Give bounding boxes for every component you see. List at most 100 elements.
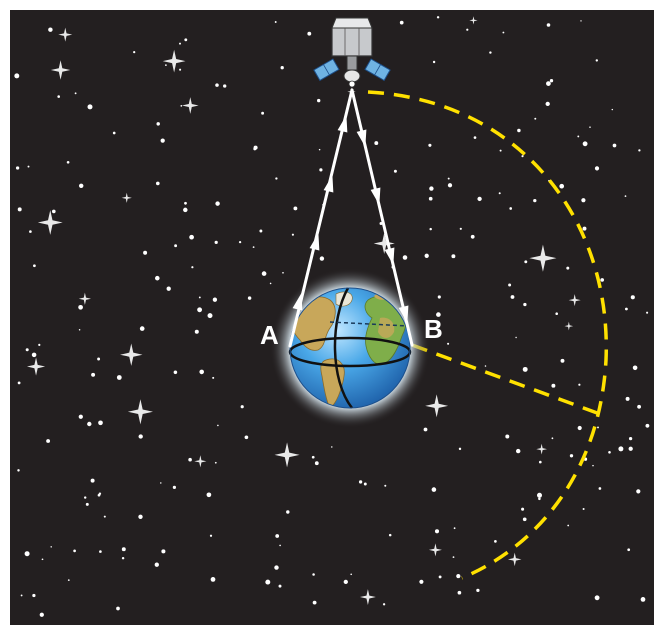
star bbox=[363, 482, 367, 486]
star bbox=[432, 60, 436, 64]
star bbox=[534, 117, 537, 120]
sparkle-star bbox=[58, 27, 73, 42]
star bbox=[29, 230, 32, 233]
star bbox=[458, 447, 462, 451]
star bbox=[646, 311, 649, 314]
star bbox=[457, 590, 462, 595]
star bbox=[612, 143, 617, 148]
star bbox=[429, 227, 432, 231]
star bbox=[582, 507, 585, 511]
star bbox=[428, 196, 433, 201]
star bbox=[523, 302, 527, 307]
star bbox=[350, 573, 353, 576]
sparkle-star bbox=[507, 552, 522, 567]
uplink-arrow-2 bbox=[309, 233, 320, 251]
star bbox=[382, 603, 386, 606]
star bbox=[477, 196, 482, 202]
star bbox=[402, 255, 408, 260]
star bbox=[555, 312, 558, 315]
star bbox=[20, 594, 23, 597]
star bbox=[459, 227, 462, 230]
star bbox=[17, 469, 20, 472]
star bbox=[46, 439, 51, 443]
star bbox=[627, 548, 631, 552]
star bbox=[636, 489, 641, 494]
star bbox=[73, 549, 76, 553]
star bbox=[210, 577, 216, 582]
star bbox=[143, 250, 148, 255]
sparkle-star bbox=[469, 16, 478, 25]
sparkle-star bbox=[274, 442, 300, 468]
star bbox=[424, 253, 429, 258]
star bbox=[160, 482, 162, 484]
star bbox=[447, 177, 450, 180]
sparkle-star bbox=[425, 394, 449, 418]
sparkle-star bbox=[78, 292, 91, 305]
star bbox=[640, 597, 646, 602]
star bbox=[252, 246, 255, 249]
star bbox=[537, 492, 542, 498]
star bbox=[278, 584, 282, 588]
sparkle-star bbox=[529, 244, 557, 272]
star bbox=[632, 365, 638, 371]
star bbox=[628, 446, 633, 451]
star bbox=[594, 166, 600, 171]
sparkle-star bbox=[50, 60, 71, 80]
sparkle-star bbox=[536, 443, 548, 455]
star bbox=[188, 457, 192, 462]
star bbox=[286, 510, 290, 514]
star bbox=[559, 183, 565, 189]
star bbox=[165, 64, 167, 66]
arc-radius-line bbox=[411, 343, 601, 416]
star bbox=[533, 198, 537, 203]
star bbox=[39, 612, 44, 617]
star bbox=[291, 233, 294, 236]
star bbox=[314, 461, 319, 466]
star bbox=[577, 135, 580, 138]
star bbox=[67, 579, 70, 581]
star bbox=[437, 295, 441, 299]
star bbox=[312, 573, 315, 576]
star bbox=[592, 464, 594, 467]
star bbox=[374, 141, 379, 146]
star bbox=[399, 20, 404, 25]
star bbox=[161, 549, 166, 554]
star bbox=[476, 588, 480, 593]
star bbox=[87, 421, 92, 427]
star bbox=[274, 565, 279, 570]
satellite-icon bbox=[313, 17, 391, 88]
star bbox=[139, 326, 145, 331]
star bbox=[567, 524, 570, 527]
star bbox=[423, 427, 428, 432]
star bbox=[431, 487, 437, 492]
star bbox=[275, 534, 280, 538]
star bbox=[524, 260, 528, 264]
star bbox=[484, 365, 487, 367]
star bbox=[14, 73, 20, 79]
star bbox=[116, 606, 120, 611]
star bbox=[522, 517, 527, 522]
star bbox=[516, 448, 521, 454]
star bbox=[27, 165, 30, 168]
downlink-arrow-1 bbox=[356, 129, 367, 147]
star bbox=[41, 558, 44, 561]
star bbox=[180, 105, 183, 107]
star bbox=[199, 369, 204, 375]
star bbox=[538, 497, 541, 501]
star bbox=[473, 136, 477, 139]
star bbox=[99, 550, 102, 553]
star bbox=[215, 201, 220, 206]
star bbox=[155, 181, 160, 186]
star bbox=[217, 424, 219, 427]
sparkle-star bbox=[428, 543, 442, 557]
star bbox=[582, 141, 588, 147]
point-a-label: A bbox=[260, 320, 279, 350]
star bbox=[206, 492, 212, 498]
star bbox=[509, 207, 513, 210]
star bbox=[207, 313, 213, 319]
star bbox=[581, 198, 586, 203]
star bbox=[577, 425, 582, 431]
star bbox=[184, 201, 187, 205]
star bbox=[498, 192, 501, 195]
